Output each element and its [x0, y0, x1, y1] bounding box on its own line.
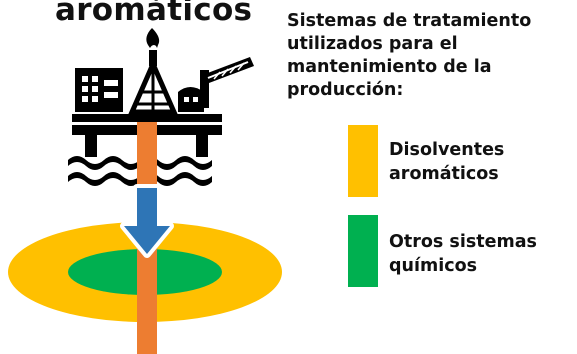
legend-label-otros: Otros sistemas químicos — [389, 232, 537, 276]
legend-swatch-otros — [348, 215, 378, 287]
legend-label-disolventes: Disolventes aromáticos — [389, 140, 505, 184]
legend-title: Sistemas de tratamiento utilizados para … — [287, 11, 532, 100]
legend-swatch-disolventes — [348, 125, 378, 197]
oil-platform-icon — [68, 28, 254, 186]
flame-icon — [146, 28, 160, 48]
page-title: aromáticos — [55, 0, 253, 28]
down-arrow-icon — [120, 184, 174, 258]
